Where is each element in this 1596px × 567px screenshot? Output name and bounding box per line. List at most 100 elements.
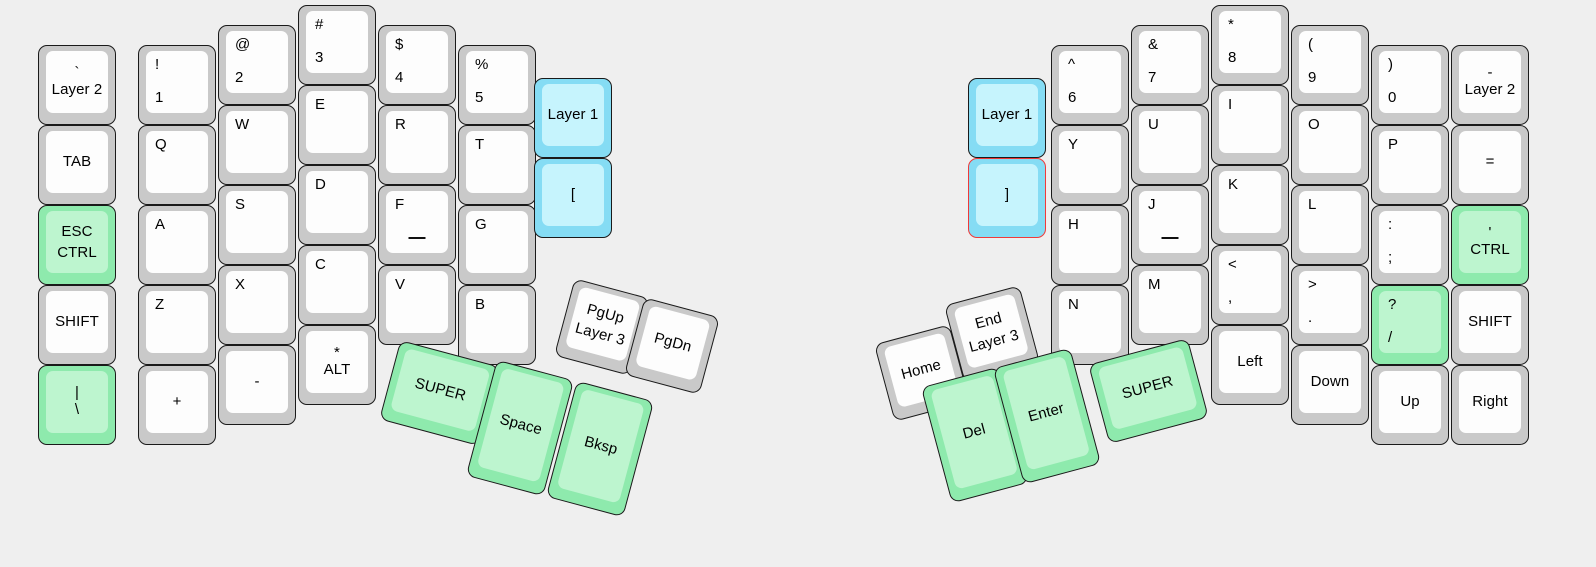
key-label-shifted: &: [1148, 36, 1159, 53]
key-down[interactable]: Down: [1291, 345, 1369, 425]
key-layer-1[interactable]: Layer 1: [534, 78, 612, 158]
key-alt[interactable]: *ALT: [298, 325, 376, 405]
key-z[interactable]: Z: [138, 285, 216, 365]
key-g[interactable]: G: [458, 205, 536, 285]
key-6[interactable]: ^6: [1051, 45, 1129, 125]
key-c[interactable]: C: [298, 245, 376, 325]
key-[interactable]: |\: [38, 365, 116, 445]
key-top: K: [1219, 171, 1281, 233]
key-[interactable]: =: [1451, 125, 1529, 205]
key-u[interactable]: U: [1131, 105, 1209, 185]
key-top: +: [146, 371, 208, 433]
key-[interactable]: :;: [1371, 205, 1449, 285]
key-q[interactable]: Q: [138, 125, 216, 205]
key-top: PgDn: [634, 305, 711, 382]
key-label-base: /: [1388, 329, 1393, 347]
key-label: T: [475, 136, 485, 153]
key-7[interactable]: &7: [1131, 25, 1209, 105]
homing-bar-icon: [1161, 237, 1179, 239]
key-4[interactable]: $4: [378, 25, 456, 105]
key-[interactable]: ]: [968, 158, 1046, 238]
key-label: Layer 1: [547, 106, 599, 124]
key-label: SHIFT: [55, 313, 99, 331]
key-top: H: [1059, 211, 1121, 273]
key-2[interactable]: @2: [218, 25, 296, 105]
key-b[interactable]: B: [458, 285, 536, 365]
key-label: L: [1308, 196, 1317, 213]
key-5[interactable]: %5: [458, 45, 536, 125]
key-top: @2: [226, 31, 288, 93]
key-label: F: [395, 196, 405, 213]
key-left[interactable]: Left: [1211, 325, 1289, 405]
key-o[interactable]: O: [1291, 105, 1369, 185]
key-label-shifted: |: [75, 384, 79, 402]
key-label-base: 7: [1148, 69, 1157, 87]
key-i[interactable]: I: [1211, 85, 1289, 165]
key-r[interactable]: R: [378, 105, 456, 185]
key-9[interactable]: (9: [1291, 25, 1369, 105]
key-top: Z: [146, 291, 208, 353]
key-layer-1[interactable]: Layer 1: [968, 78, 1046, 158]
key-t[interactable]: T: [458, 125, 536, 205]
key-w[interactable]: W: [218, 105, 296, 185]
key-label-base: \: [74, 401, 80, 419]
key-top: G: [466, 211, 528, 273]
key-up[interactable]: Up: [1371, 365, 1449, 445]
key-top: =: [1459, 131, 1521, 193]
key-top: #3: [306, 11, 368, 73]
key-label-shifted: @: [235, 36, 251, 53]
key-top: ]: [976, 164, 1038, 226]
key-[interactable]: +: [138, 365, 216, 445]
key-m[interactable]: M: [1131, 265, 1209, 345]
key-top: S: [226, 191, 288, 253]
key-label-base: CTRL: [57, 243, 97, 261]
key-top: *ALT: [306, 331, 368, 393]
key-label: G: [475, 216, 487, 233]
key-p[interactable]: P: [1371, 125, 1449, 205]
key-layer-2[interactable]: -Layer 2: [1451, 45, 1529, 125]
key-label: SUPER: [412, 374, 468, 405]
key-3[interactable]: #3: [298, 5, 376, 85]
key-top: Y: [1059, 131, 1121, 193]
key-ctrl[interactable]: 'CTRL: [1451, 205, 1529, 285]
key-label-shifted: <: [1228, 256, 1237, 273]
key-top: [: [542, 164, 604, 226]
key-v[interactable]: V: [378, 265, 456, 345]
key-shift[interactable]: SHIFT: [1451, 285, 1529, 365]
key-top: -Layer 2: [1459, 51, 1521, 113]
key-8[interactable]: *8: [1211, 5, 1289, 85]
key-j[interactable]: J: [1131, 185, 1209, 265]
key-h[interactable]: H: [1051, 205, 1129, 285]
key-label: Space: [497, 410, 544, 439]
key-top: <,: [1219, 251, 1281, 313]
key-top: Layer 1: [976, 84, 1038, 146]
key-top: |\: [46, 371, 108, 433]
key-f[interactable]: F: [378, 185, 456, 265]
key-layer-2[interactable]: `Layer 2: [38, 45, 116, 125]
key-shift[interactable]: SHIFT: [38, 285, 116, 365]
key-k[interactable]: K: [1211, 165, 1289, 245]
key-e[interactable]: E: [298, 85, 376, 165]
key-1[interactable]: !1: [138, 45, 216, 125]
key-label: [: [570, 186, 576, 204]
key-[interactable]: <,: [1211, 245, 1289, 325]
key-top: >.: [1299, 271, 1361, 333]
key-[interactable]: -: [218, 345, 296, 425]
key-x[interactable]: X: [218, 265, 296, 345]
key-l[interactable]: L: [1291, 185, 1369, 265]
key-label-shifted: ': [1488, 224, 1492, 242]
key-[interactable]: [: [534, 158, 612, 238]
key-top: ^6: [1059, 51, 1121, 113]
key-[interactable]: ?/: [1371, 285, 1449, 365]
key-top: ?/: [1379, 291, 1441, 353]
key-s[interactable]: S: [218, 185, 296, 265]
key-d[interactable]: D: [298, 165, 376, 245]
key-a[interactable]: A: [138, 205, 216, 285]
key-y[interactable]: Y: [1051, 125, 1129, 205]
key-0[interactable]: )0: [1371, 45, 1449, 125]
key-tab[interactable]: TAB: [38, 125, 116, 205]
key-[interactable]: >.: [1291, 265, 1369, 345]
key-label-base: 8: [1228, 49, 1237, 67]
key-right[interactable]: Right: [1451, 365, 1529, 445]
